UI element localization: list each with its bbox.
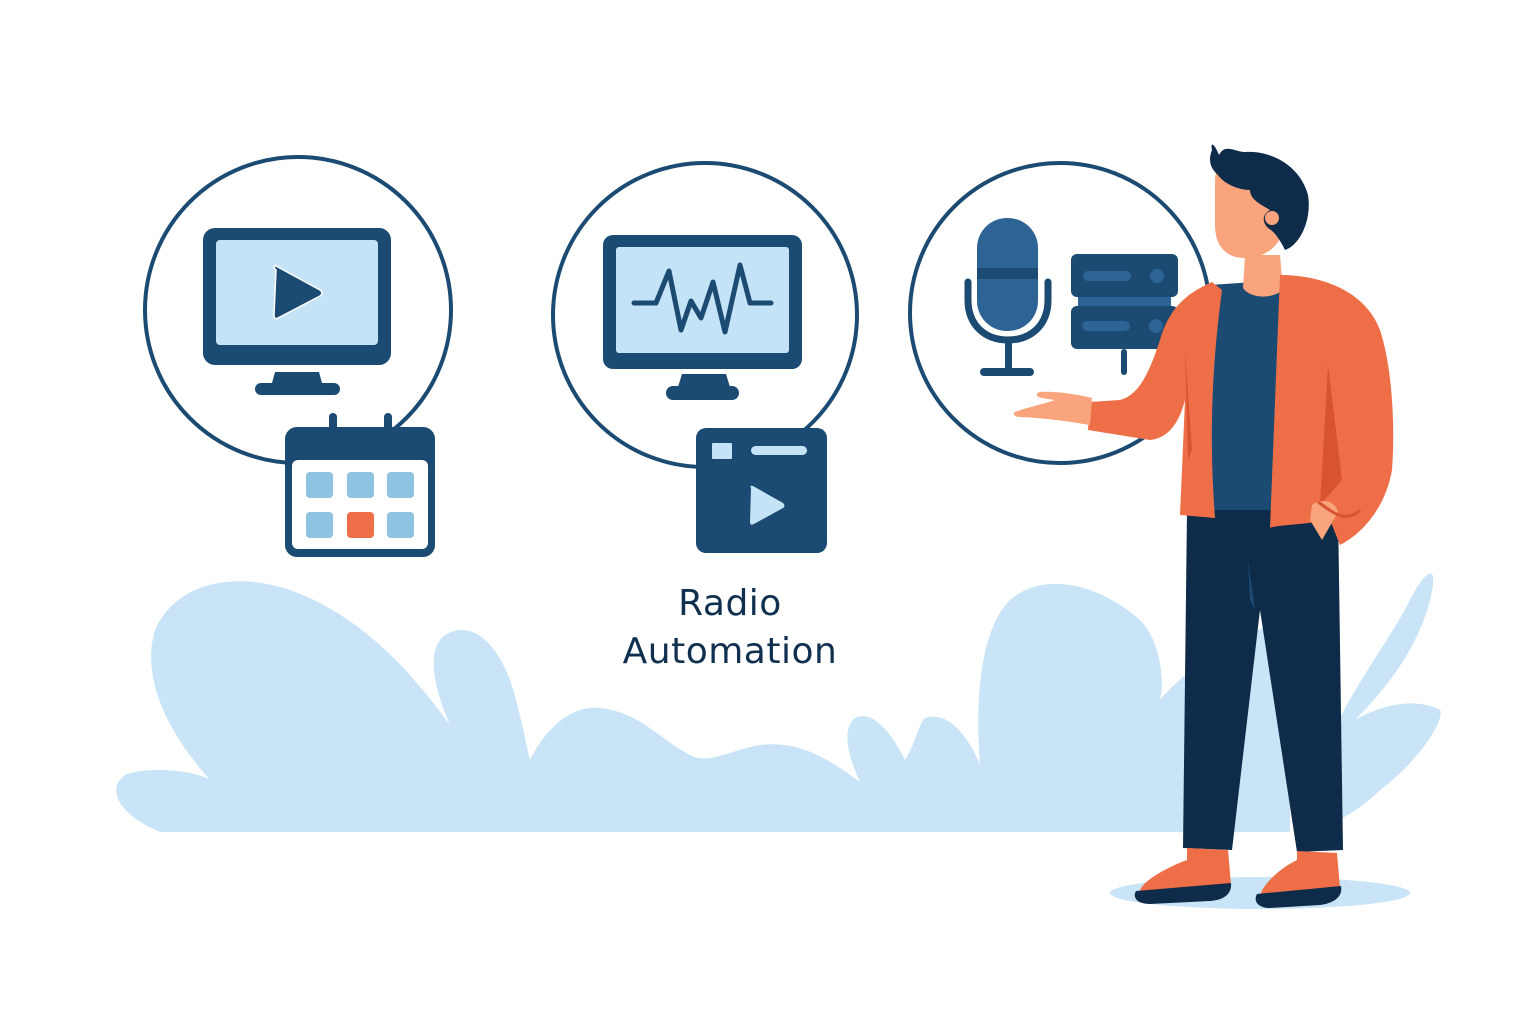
caption-line-1: Radio bbox=[678, 583, 782, 624]
presenter-person bbox=[1013, 144, 1394, 908]
microphone-icon bbox=[964, 218, 1052, 376]
outstretched-hand bbox=[1013, 391, 1092, 425]
jacket-left bbox=[1088, 282, 1222, 518]
shirt bbox=[1205, 280, 1295, 510]
caption-radio-automation: Radio Automation bbox=[560, 580, 900, 676]
audio-monitor-icon-group bbox=[551, 161, 859, 553]
caption-line-2: Automation bbox=[622, 631, 838, 672]
shoes bbox=[1134, 848, 1342, 908]
calendar-icon bbox=[285, 413, 435, 557]
play-icon bbox=[273, 265, 323, 320]
monitor-icon bbox=[603, 235, 802, 400]
broadcast-studio-icon-group bbox=[908, 161, 1212, 465]
monitor-icon bbox=[203, 228, 391, 395]
neck bbox=[1243, 255, 1283, 297]
server-icon bbox=[1071, 254, 1178, 375]
media-player-icon bbox=[696, 428, 827, 553]
play-icon bbox=[750, 485, 785, 525]
waveform-icon bbox=[631, 262, 774, 335]
pants bbox=[1183, 510, 1343, 852]
hair bbox=[1210, 144, 1309, 250]
scheduled-video-icon-group bbox=[143, 155, 453, 557]
